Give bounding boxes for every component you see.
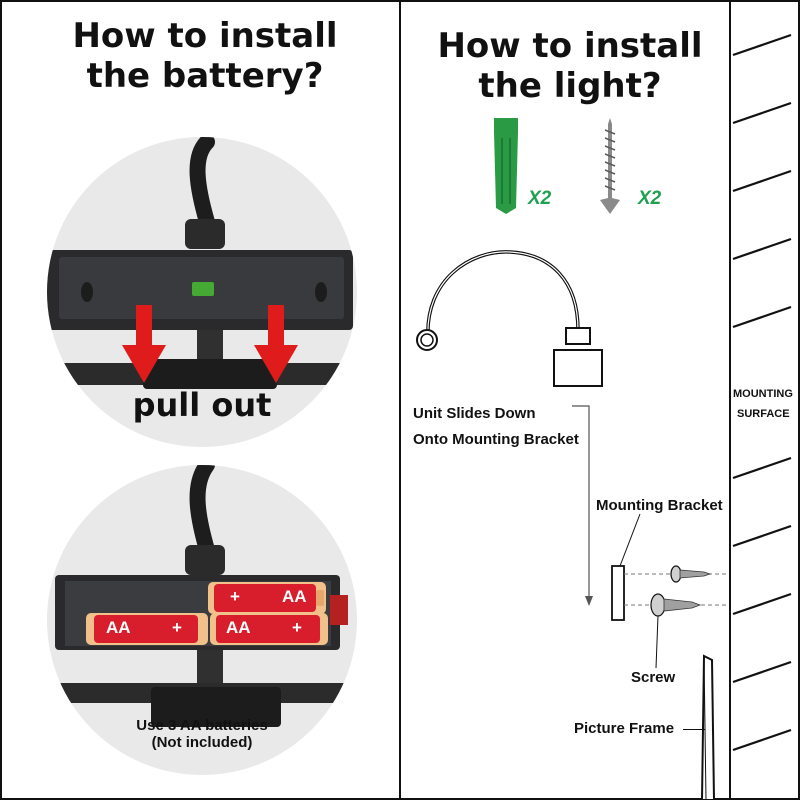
mounting-surface-label-line2: SURFACE	[737, 408, 790, 420]
mounting-bracket-diagram	[611, 513, 728, 669]
screw-label: Screw	[631, 669, 676, 686]
mounting-surface-label-line1: MOUNTING	[733, 388, 793, 400]
battery-plus-label: +	[172, 618, 182, 637]
battery-aa-bottom-left: AA +	[86, 613, 208, 645]
pull-out-caption: pull out	[132, 386, 272, 424]
battery-title: How to install the battery?	[72, 16, 338, 96]
pull-out-arrow-left-icon	[122, 305, 166, 383]
wall-hatching	[732, 33, 792, 752]
screw-quantity: X2	[638, 188, 662, 209]
wall-anchor-icon	[494, 118, 518, 214]
battery-aa-label: AA	[282, 587, 307, 606]
picture-frame-leader	[683, 729, 705, 730]
mounting-bracket-label: Mounting Bracket	[596, 497, 723, 514]
picture-frame-label: Picture Frame	[574, 720, 675, 737]
battery-caption-line1: Use 3 AA batteries	[136, 717, 268, 734]
battery-step1-illustration	[47, 137, 357, 447]
anchor-quantity: X2	[528, 188, 552, 209]
picture-frame-diagram	[700, 654, 716, 800]
light-title: How to install the light?	[437, 26, 703, 106]
pull-out-arrow-right-icon	[254, 305, 298, 383]
slide-instruction-line1: Unit Slides Down	[413, 405, 536, 422]
battery-plus-label: +	[230, 587, 240, 606]
screw-icon	[600, 118, 620, 214]
mounting-surface-wall	[729, 0, 731, 800]
slide-down-arrow-icon	[572, 405, 593, 606]
battery-aa-top: + AA	[208, 582, 326, 614]
battery-aa-label: AA	[226, 618, 251, 637]
battery-aa-label: AA	[106, 618, 131, 637]
battery-caption-line2: (Not included)	[151, 734, 253, 751]
light-unit-diagram	[416, 250, 603, 387]
battery-plus-label: +	[292, 618, 302, 637]
battery-aa-bottom-right: AA +	[210, 613, 328, 645]
slide-instruction-line2: Onto Mounting Bracket	[413, 431, 579, 448]
section-divider	[399, 0, 401, 800]
